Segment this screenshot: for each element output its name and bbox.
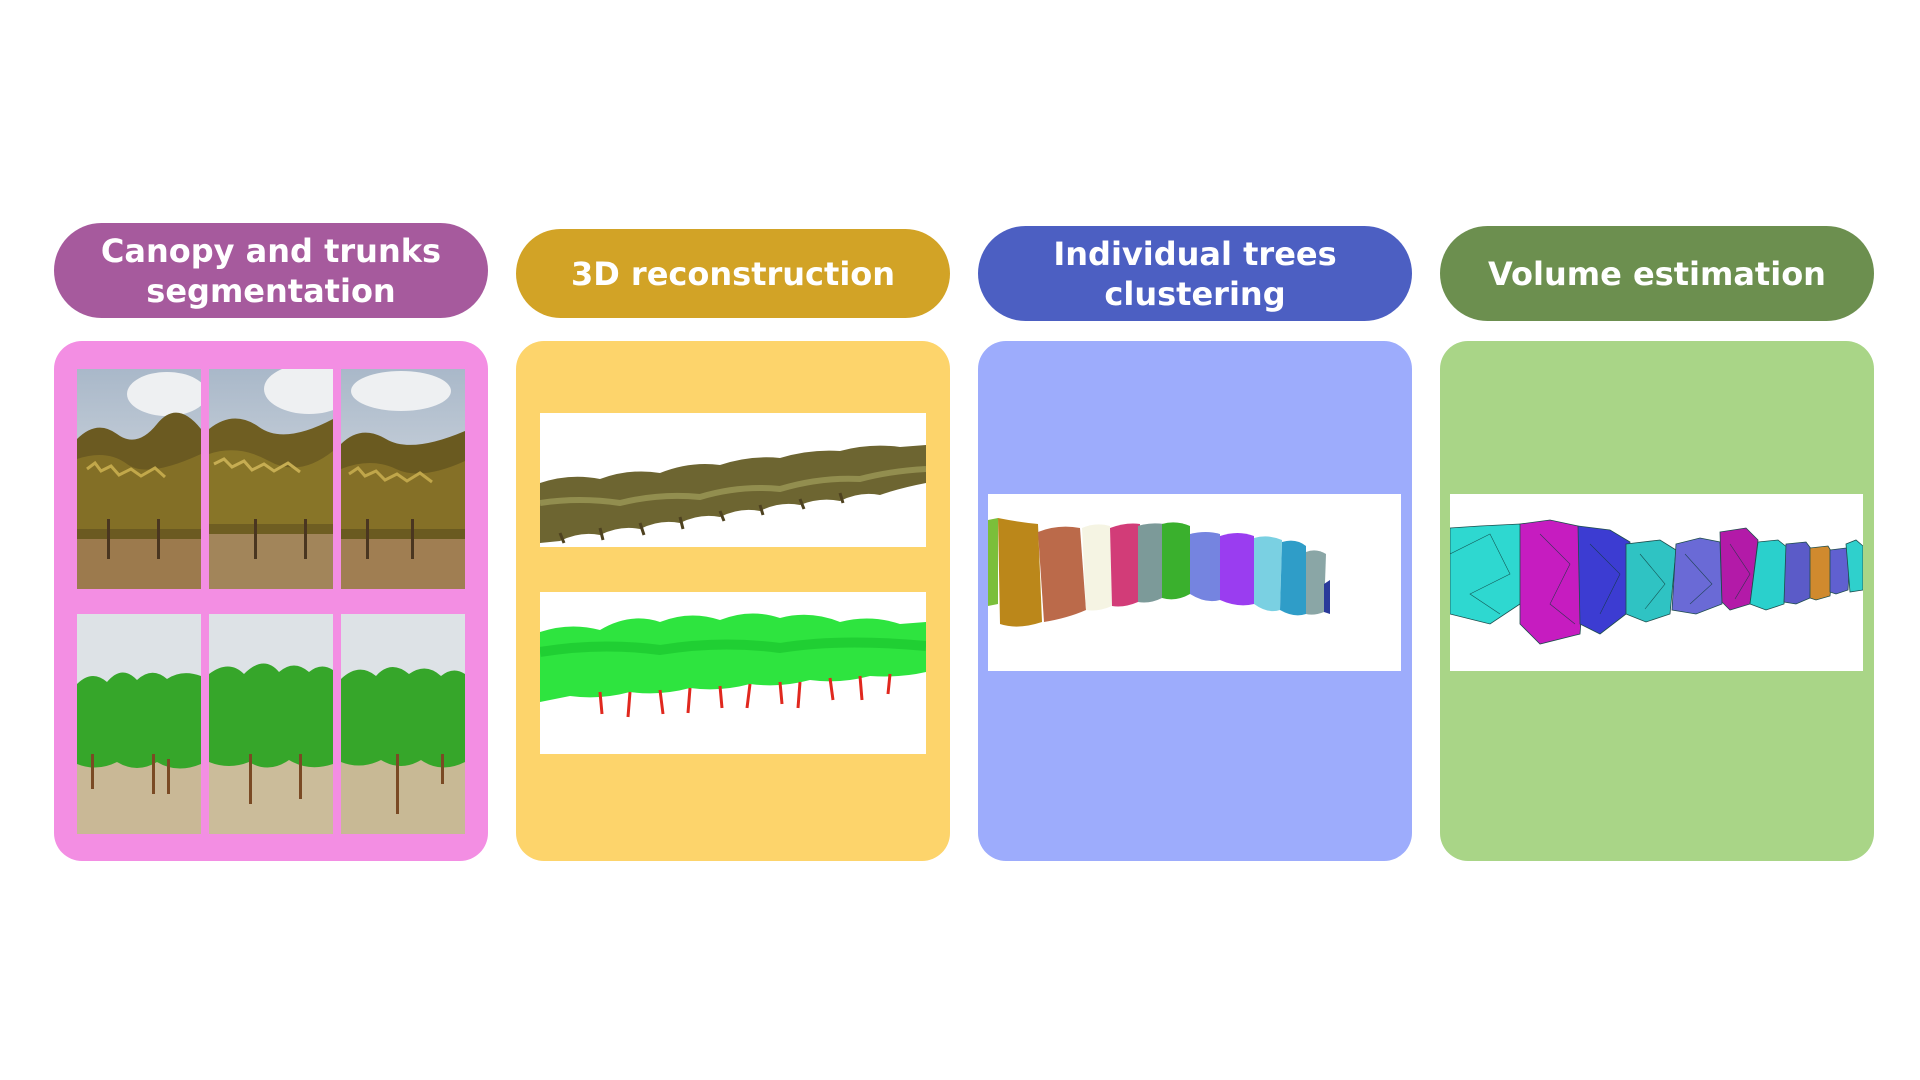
point-cloud-color (540, 413, 926, 547)
step-1-header: Canopy and trunks segmentation (54, 223, 488, 318)
volume-panel (1440, 341, 1874, 861)
step-4-label: Volume estimation (1488, 254, 1826, 293)
step-1-label: Canopy and trunks segmentation (100, 231, 442, 310)
step-3-label: Individual trees clustering (1053, 234, 1337, 313)
step-4-header: Volume estimation (1440, 226, 1874, 321)
clustering-panel (978, 341, 1412, 861)
step-2-header: 3D reconstruction (516, 229, 950, 318)
tree-clusters-view (988, 494, 1401, 671)
vineyard-photo-segmented-3 (341, 614, 465, 834)
vineyard-photo-original-3 (341, 369, 465, 589)
segmentation-panel (54, 341, 488, 861)
vineyard-photo-original-2 (209, 369, 333, 589)
tree-volume-mesh (1450, 494, 1863, 671)
vineyard-photo-original-1 (77, 369, 201, 589)
vineyard-photo-segmented-2 (209, 614, 333, 834)
step-2-label: 3D reconstruction (570, 254, 896, 293)
reconstruction-panel (516, 341, 950, 861)
step-3-header: Individual trees clustering (978, 226, 1412, 321)
vineyard-photo-segmented-1 (77, 614, 201, 834)
point-cloud-segmented (540, 592, 926, 754)
